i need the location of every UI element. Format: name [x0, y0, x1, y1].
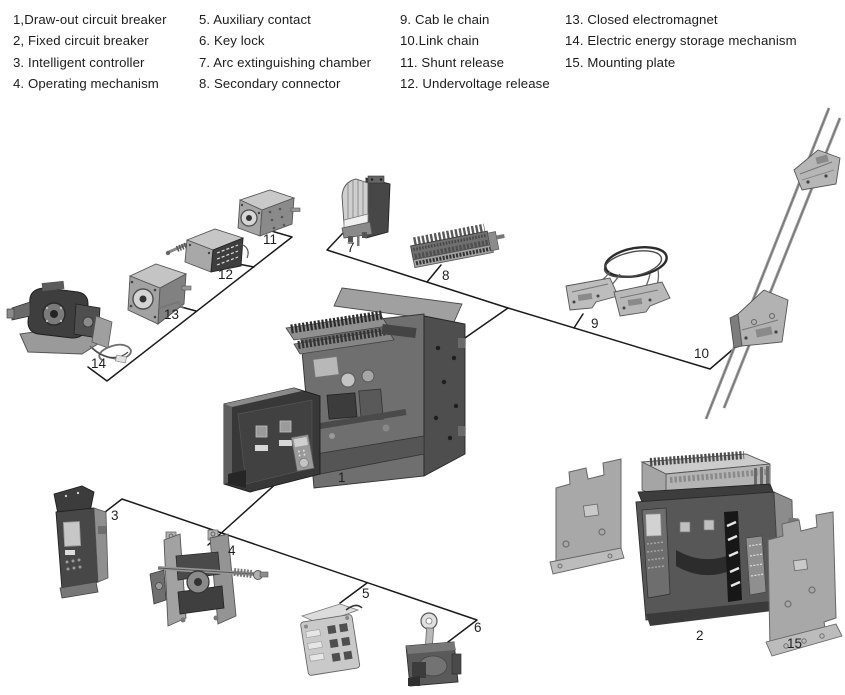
part-label-8: 8 — [442, 268, 450, 283]
part-label-11: 11 — [263, 232, 278, 247]
part-label-1: 1 — [338, 470, 346, 485]
part-label-4: 4 — [228, 543, 236, 558]
part-label-15: 15 — [787, 636, 803, 651]
leader-tick-5 — [339, 582, 368, 604]
component-key-lock — [405, 612, 462, 687]
leader-chain-14-13-12-11 — [87, 227, 293, 382]
component-undervoltage-release — [165, 228, 249, 273]
leader-tick-9 — [573, 313, 584, 329]
legend-item-7: 7. Arc extinguishing chamber — [199, 54, 372, 70]
legend-item-8: 8. Secondary connector — [199, 76, 341, 92]
part-label-5: 5 — [362, 586, 370, 601]
legend-column-2: 5. Auxiliary contact 6. Key lock 7. Arc … — [199, 9, 371, 95]
legend-item-5: 5. Auxiliary contact — [199, 12, 311, 27]
component-link-chain — [704, 107, 842, 420]
leader-tick-8 — [426, 264, 442, 283]
legend-column-4: 13. Closed electromagnet 14. Electric en… — [565, 9, 797, 73]
legend-item-14: 14. Electric energy storage mechanism — [565, 33, 797, 49]
legend-item-3: 3. Intelligent controller — [13, 54, 145, 70]
legend-item-2: 2, Fixed circuit breaker — [13, 33, 149, 49]
legend-item-6: 6. Key lock — [199, 33, 265, 49]
legend-item-4: 4. Operating mechanism — [13, 76, 159, 92]
part-label-12: 12 — [218, 267, 234, 282]
legend-item-1: 1,Draw-out circuit breaker — [13, 12, 167, 27]
legend-item-11: 11. Shunt release — [400, 54, 505, 70]
component-shunt-release — [237, 189, 301, 237]
component-secondary-connector — [410, 223, 505, 269]
legend-item-12: 12. Undervoltage release — [400, 76, 550, 92]
leader-chain-3-5-6 — [95, 498, 478, 643]
legend-item-13: 13. Closed electromagnet — [565, 12, 718, 27]
component-mounting-plate-left — [549, 458, 625, 575]
part-label-10: 10 — [694, 346, 710, 361]
component-breaker-front-panel — [223, 387, 321, 493]
part-label-14: 14 — [91, 356, 107, 371]
legend-item-15: 15. Mounting plate — [565, 54, 676, 70]
component-cable-chain — [565, 245, 671, 317]
part-label-7: 7 — [347, 240, 355, 255]
component-energy-storage-mechanism — [6, 280, 132, 364]
legend-column-3: 9. Cab le chain 10.Link chain 11. Shunt … — [400, 9, 550, 95]
part-label-3: 3 — [111, 508, 119, 523]
part-label-2: 2 — [696, 628, 704, 643]
part-label-13: 13 — [164, 307, 180, 322]
legend-item-9: 9. Cab le chain — [400, 12, 490, 27]
legend-item-10: 10.Link chain — [400, 33, 480, 49]
component-intelligent-controller — [53, 485, 109, 599]
component-closed-electromagnet — [127, 263, 192, 325]
component-mounting-plate-right — [765, 511, 843, 657]
part-label-9: 9 — [591, 316, 599, 331]
component-operating-mechanism — [149, 529, 269, 627]
component-auxiliary-contact — [300, 603, 363, 676]
component-arc-chamber — [341, 175, 391, 246]
legend-column-1: 1,Draw-out circuit breaker 2, Fixed circ… — [13, 9, 167, 95]
part-label-6: 6 — [474, 620, 482, 635]
component-drawout-breaker-body — [285, 287, 466, 489]
